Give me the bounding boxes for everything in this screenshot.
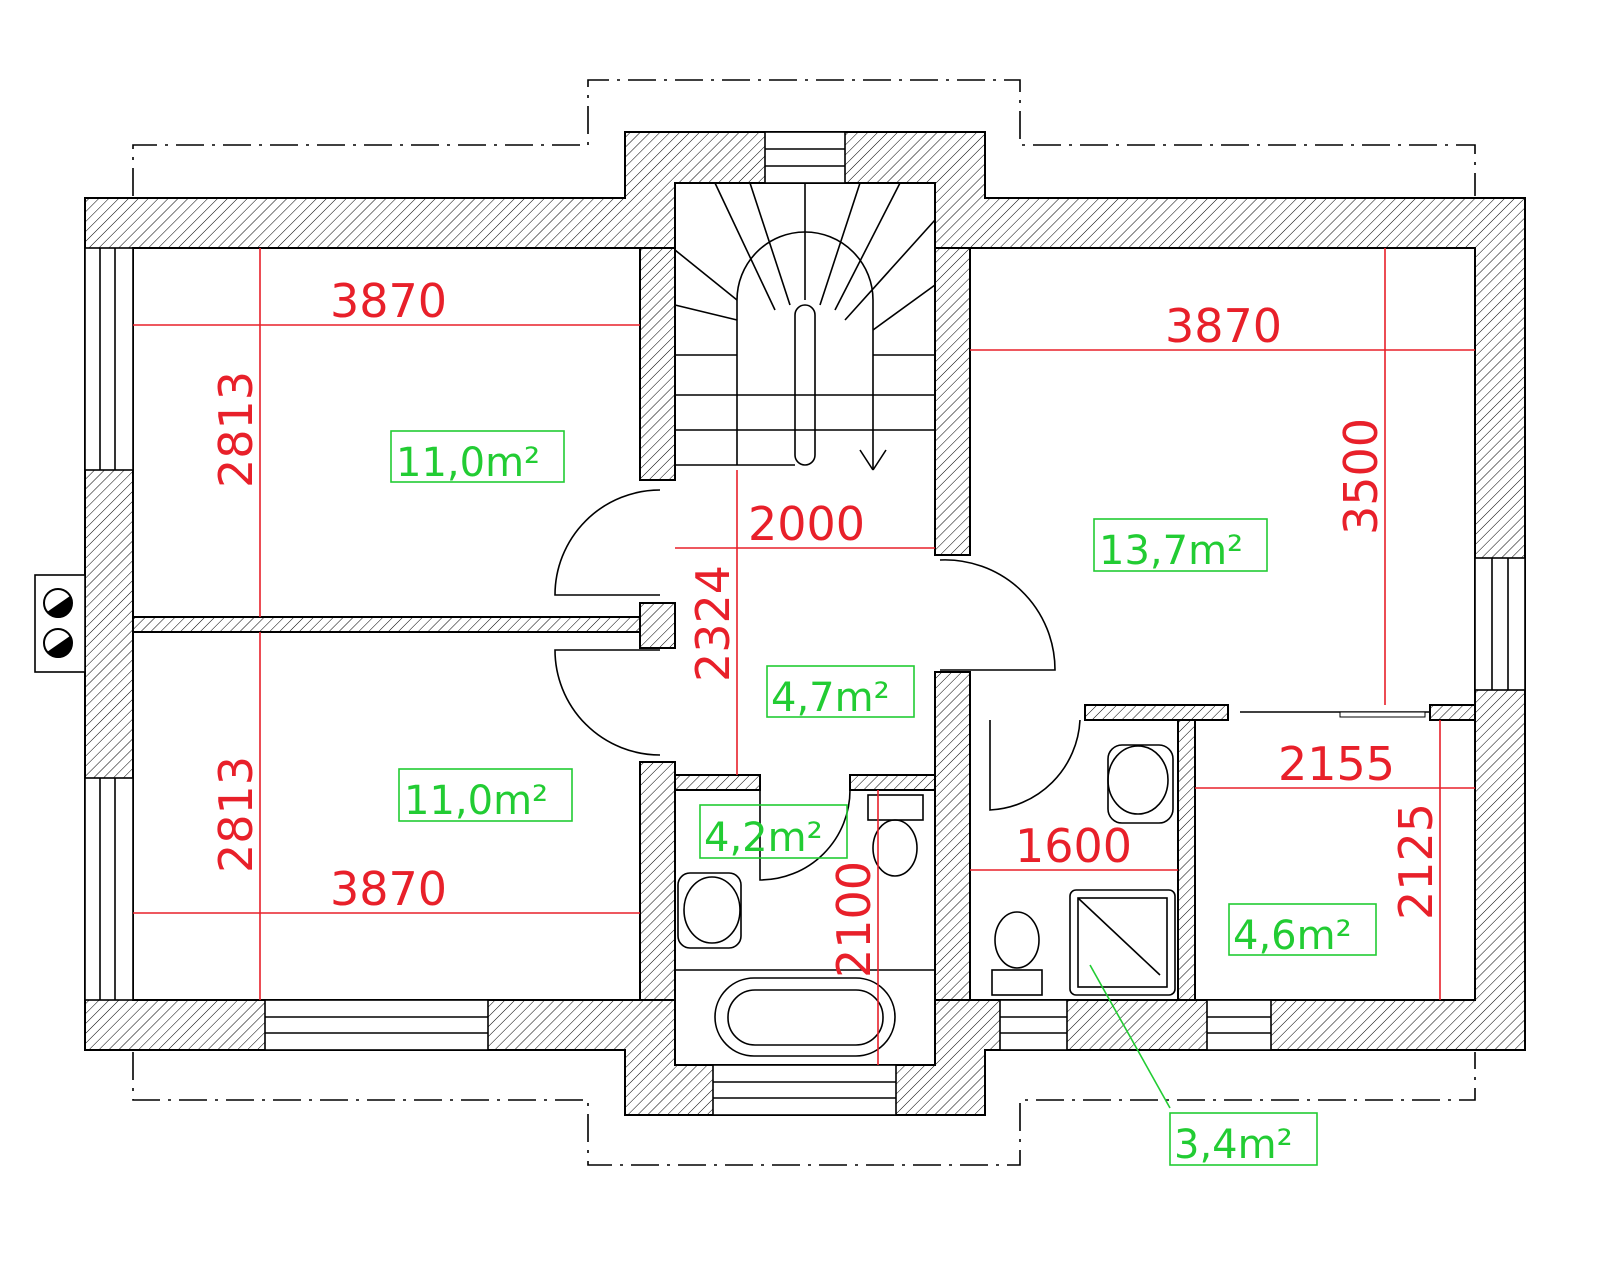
area-bottom-left-room: 11,0m² <box>404 778 548 824</box>
area-leader-line <box>1089 964 1171 1109</box>
dim-bottom-left-height: 2813 <box>209 756 263 873</box>
bathroom-fixtures <box>675 744 1176 1057</box>
area-small-room: 4,6m² <box>1233 913 1352 959</box>
dim-top-right-height: 3500 <box>1334 418 1388 535</box>
roof-outline-top <box>132 79 1476 196</box>
dim-top-right-width: 3870 <box>1165 299 1282 353</box>
area-label-small-room: 4,6m² <box>1228 903 1377 959</box>
dim-wc-width: 1600 <box>1015 819 1132 873</box>
area-label-bottom-left: 11,0m² <box>398 768 573 824</box>
dim-top-left-height: 2813 <box>209 371 263 488</box>
dimension-lines <box>133 248 1475 1065</box>
area-hall: 4,7m² <box>771 675 890 721</box>
dim-bottom-left-width: 3870 <box>330 862 447 916</box>
area-top-left-room: 11,0m² <box>396 440 540 486</box>
dim-hall-height: 2324 <box>686 565 740 682</box>
dim-bathroom-height: 2100 <box>827 861 881 978</box>
staircase <box>674 182 936 471</box>
area-label-top-left: 11,0m² <box>390 430 565 486</box>
area-label-bathroom: 4,2m² <box>699 804 848 861</box>
area-bathroom: 4,2m² <box>704 815 823 861</box>
area-label-hall: 4,7m² <box>766 665 915 721</box>
dim-hall-width: 2000 <box>748 497 865 551</box>
area-label-wc: 3,4m² <box>1169 1112 1318 1168</box>
area-wc: 3,4m² <box>1174 1122 1293 1168</box>
area-label-top-right: 13,7m² <box>1093 518 1268 574</box>
windows <box>84 131 1526 1116</box>
dim-top-left-width: 3870 <box>330 274 447 328</box>
dim-small-room-height: 2125 <box>1389 803 1443 920</box>
interior-walls <box>132 247 1476 1001</box>
dim-small-room-width: 2155 <box>1278 737 1395 791</box>
chimney <box>34 574 86 673</box>
area-top-right-room: 13,7m² <box>1099 528 1243 574</box>
